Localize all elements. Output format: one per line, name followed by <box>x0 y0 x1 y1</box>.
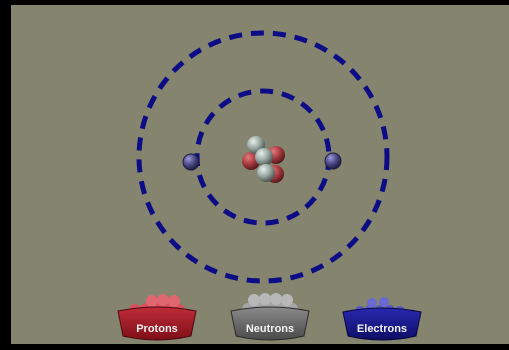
proton-bin[interactable]: Protons <box>117 294 197 341</box>
neutron-particle[interactable] <box>257 164 275 182</box>
electron-bin[interactable]: Electrons <box>342 297 422 341</box>
neutron-bin-basket <box>230 306 310 341</box>
electron-particle-left[interactable] <box>182 153 200 171</box>
neutron-particle[interactable] <box>255 148 273 166</box>
electron-bin-basket <box>342 307 422 341</box>
nucleus[interactable] <box>242 136 285 183</box>
neutron-bin-label: Neutrons <box>246 323 294 335</box>
proton-bin-label: Protons <box>136 323 178 335</box>
neutron-bin[interactable]: Neutrons <box>230 293 310 341</box>
outer-orbit <box>136 30 390 284</box>
proton-bin-basket <box>117 306 197 341</box>
electron-particle-right[interactable] <box>324 152 342 170</box>
electron-bin-label: Electrons <box>357 323 407 335</box>
